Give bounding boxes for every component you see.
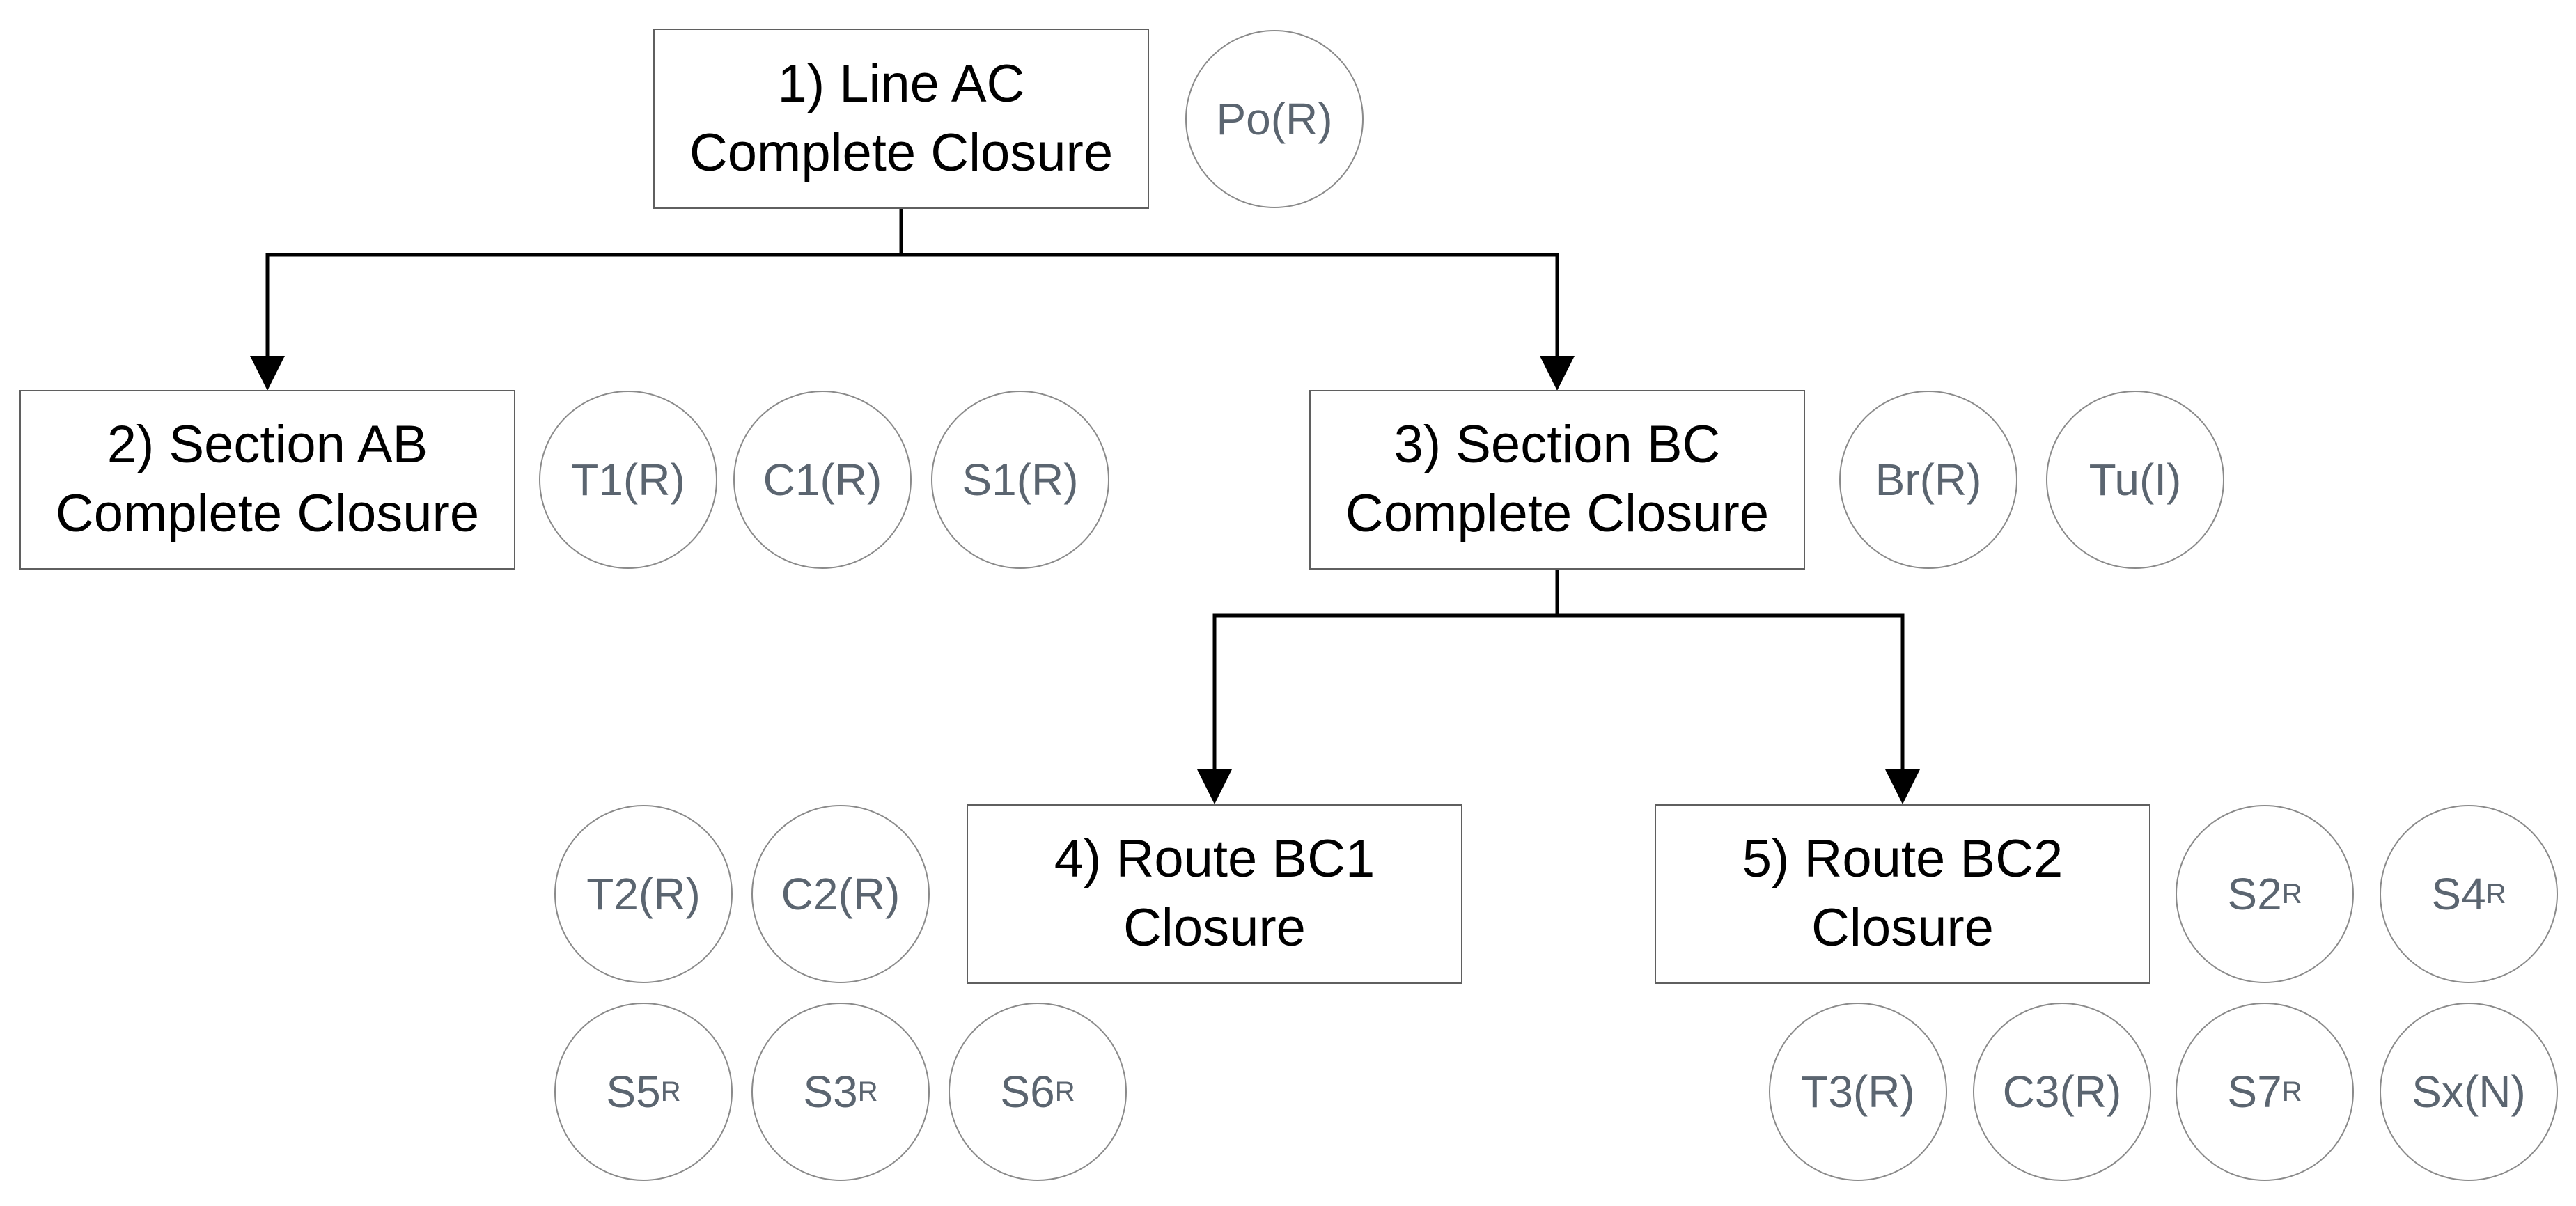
circle-sx: Sx(N) xyxy=(2380,1003,2558,1181)
box-route-bc1: 4) Route BC1 Closure xyxy=(967,804,1462,984)
circle-t3-label: T3(R) xyxy=(1801,1067,1915,1117)
circle-s6-label: S6 xyxy=(1000,1067,1055,1117)
circle-s5-sub: R xyxy=(660,1076,681,1107)
connector-section-bc-to-route-bc2 xyxy=(1557,613,1920,804)
circle-s1-label: S1(R) xyxy=(962,455,1079,505)
circle-s7-label: S7 xyxy=(2227,1067,2282,1117)
circle-s4-sub: R xyxy=(2485,878,2506,909)
circle-s2-label: S2 xyxy=(2227,869,2282,919)
circle-tu: Tu(I) xyxy=(2046,391,2224,569)
circle-s3-sub: R xyxy=(857,1076,878,1107)
circle-br-label: Br(R) xyxy=(1875,455,1982,505)
circle-t1-label: T1(R) xyxy=(571,455,685,505)
circle-br: Br(R) xyxy=(1839,391,2017,569)
box-line-ac-line-1: 1) Line AC xyxy=(777,54,1025,113)
circle-po: Po(R) xyxy=(1185,30,1364,208)
circle-po-label: Po(R) xyxy=(1216,94,1333,144)
box-section-ab-line-2: Complete Closure xyxy=(55,484,480,543)
circle-s3-label: S3 xyxy=(803,1067,858,1117)
box-route-bc1-line-2: Closure xyxy=(1123,898,1306,957)
box-route-bc2-line-2: Closure xyxy=(1811,898,1994,957)
connector-section-bc-to-route-bc1 xyxy=(1197,570,1559,804)
circle-t2: T2(R) xyxy=(554,805,733,983)
circle-sx-label: Sx(N) xyxy=(2412,1067,2526,1117)
connector-line-ac-to-section-ab xyxy=(250,209,903,391)
circle-c3: C3(R) xyxy=(1973,1003,2151,1181)
circle-s2-sub: R xyxy=(2281,878,2302,909)
circle-s6-sub: R xyxy=(1054,1076,1075,1107)
box-route-bc1-line-1: 4) Route BC1 xyxy=(1054,829,1375,889)
circle-c3-label: C3(R) xyxy=(2002,1067,2122,1117)
circle-t1: T1(R) xyxy=(539,391,717,569)
circle-s5-label: S5 xyxy=(606,1067,661,1117)
box-section-ab-line-1: 2) Section AB xyxy=(107,415,428,475)
box-route-bc2-line-1: 5) Route BC2 xyxy=(1742,829,2063,889)
connector-line-ac-to-section-bc xyxy=(901,253,1575,391)
box-line-ac-line-2: Complete Closure xyxy=(689,123,1114,182)
box-line-ac: 1) Line AC Complete Closure xyxy=(653,29,1149,209)
circle-c1-label: C1(R) xyxy=(763,455,882,505)
circle-s1: S1(R) xyxy=(931,391,1109,569)
circle-s4-label: S4 xyxy=(2431,869,2486,919)
circle-s7-sub: R xyxy=(2281,1076,2302,1107)
circle-tu-label: Tu(I) xyxy=(2089,455,2182,505)
box-section-bc-line-1: 3) Section BC xyxy=(1394,415,1721,475)
box-section-bc: 3) Section BC Complete Closure xyxy=(1309,390,1805,570)
box-section-bc-line-2: Complete Closure xyxy=(1345,484,1770,543)
circle-c2: C2(R) xyxy=(751,805,930,983)
circle-c1: C1(R) xyxy=(733,391,912,569)
box-route-bc2: 5) Route BC2 Closure xyxy=(1655,804,2150,984)
box-section-ab: 2) Section AB Complete Closure xyxy=(19,390,515,570)
circle-t3: T3(R) xyxy=(1769,1003,1947,1181)
circle-t2-label: T2(R) xyxy=(586,869,701,919)
circle-c2-label: C2(R) xyxy=(781,869,900,919)
